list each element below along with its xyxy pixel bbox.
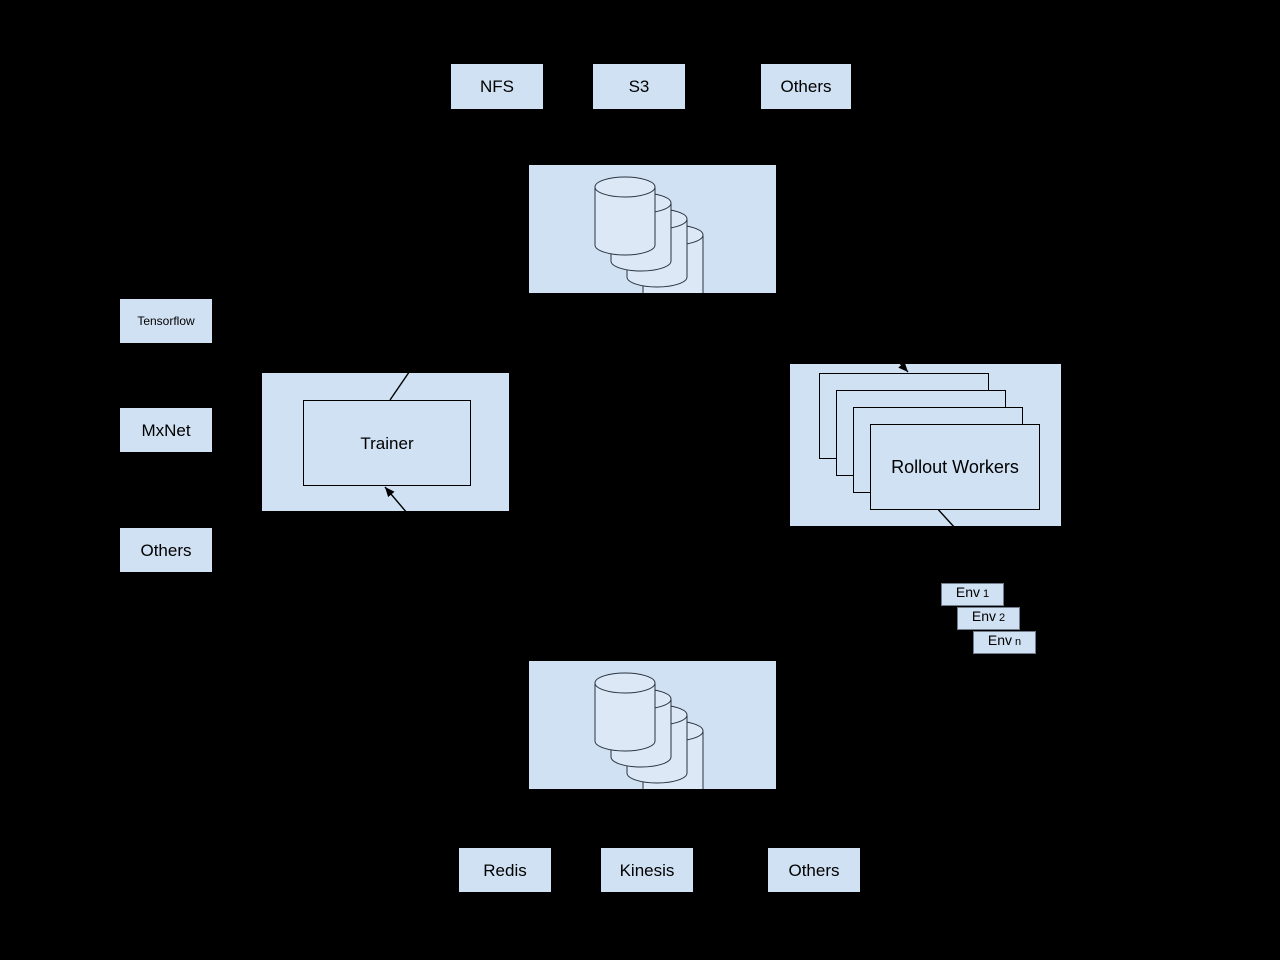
node-label: Trainer: [360, 433, 414, 453]
node-label: S3: [628, 77, 650, 96]
cylinder-icon: [594, 176, 656, 256]
node-label: Others: [788, 860, 840, 880]
node-label: Others: [140, 540, 192, 560]
node-label: Kinesis: [619, 860, 675, 880]
node-label: MxNet: [141, 420, 191, 440]
node-queue-others[interactable]: Others: [768, 848, 860, 892]
env-label: Env: [987, 632, 1012, 648]
node-trainer[interactable]: Trainer: [303, 400, 471, 486]
node-redis[interactable]: Redis: [459, 848, 551, 892]
node-kinesis[interactable]: Kinesis: [601, 848, 693, 892]
node-tensorflow[interactable]: Tensorflow: [120, 299, 212, 343]
node-label: Rollout Workers: [891, 456, 1019, 477]
cylinder-icon: [594, 672, 656, 752]
node-label: Tensorflow: [137, 314, 195, 328]
model-store-cylinders: [594, 176, 704, 293]
node-label: Others: [780, 77, 832, 96]
node-framework-others[interactable]: Others: [120, 528, 212, 572]
env-label: Env: [955, 584, 980, 600]
env-index: 1: [983, 588, 990, 600]
node-rollout-workers[interactable]: Rollout Workers: [870, 424, 1040, 510]
node-label: NFS: [480, 77, 514, 96]
env-index: n: [1015, 636, 1022, 648]
node-nfs[interactable]: NFS: [451, 64, 543, 109]
env-label: Env: [971, 608, 996, 624]
env-index: 2: [999, 612, 1006, 624]
node-s3[interactable]: S3: [593, 64, 685, 109]
node-storage-others[interactable]: Others: [761, 64, 851, 109]
node-label: Redis: [483, 860, 527, 880]
node-mxnet[interactable]: MxNet: [120, 408, 212, 452]
experience-store-cylinders: [594, 672, 704, 789]
